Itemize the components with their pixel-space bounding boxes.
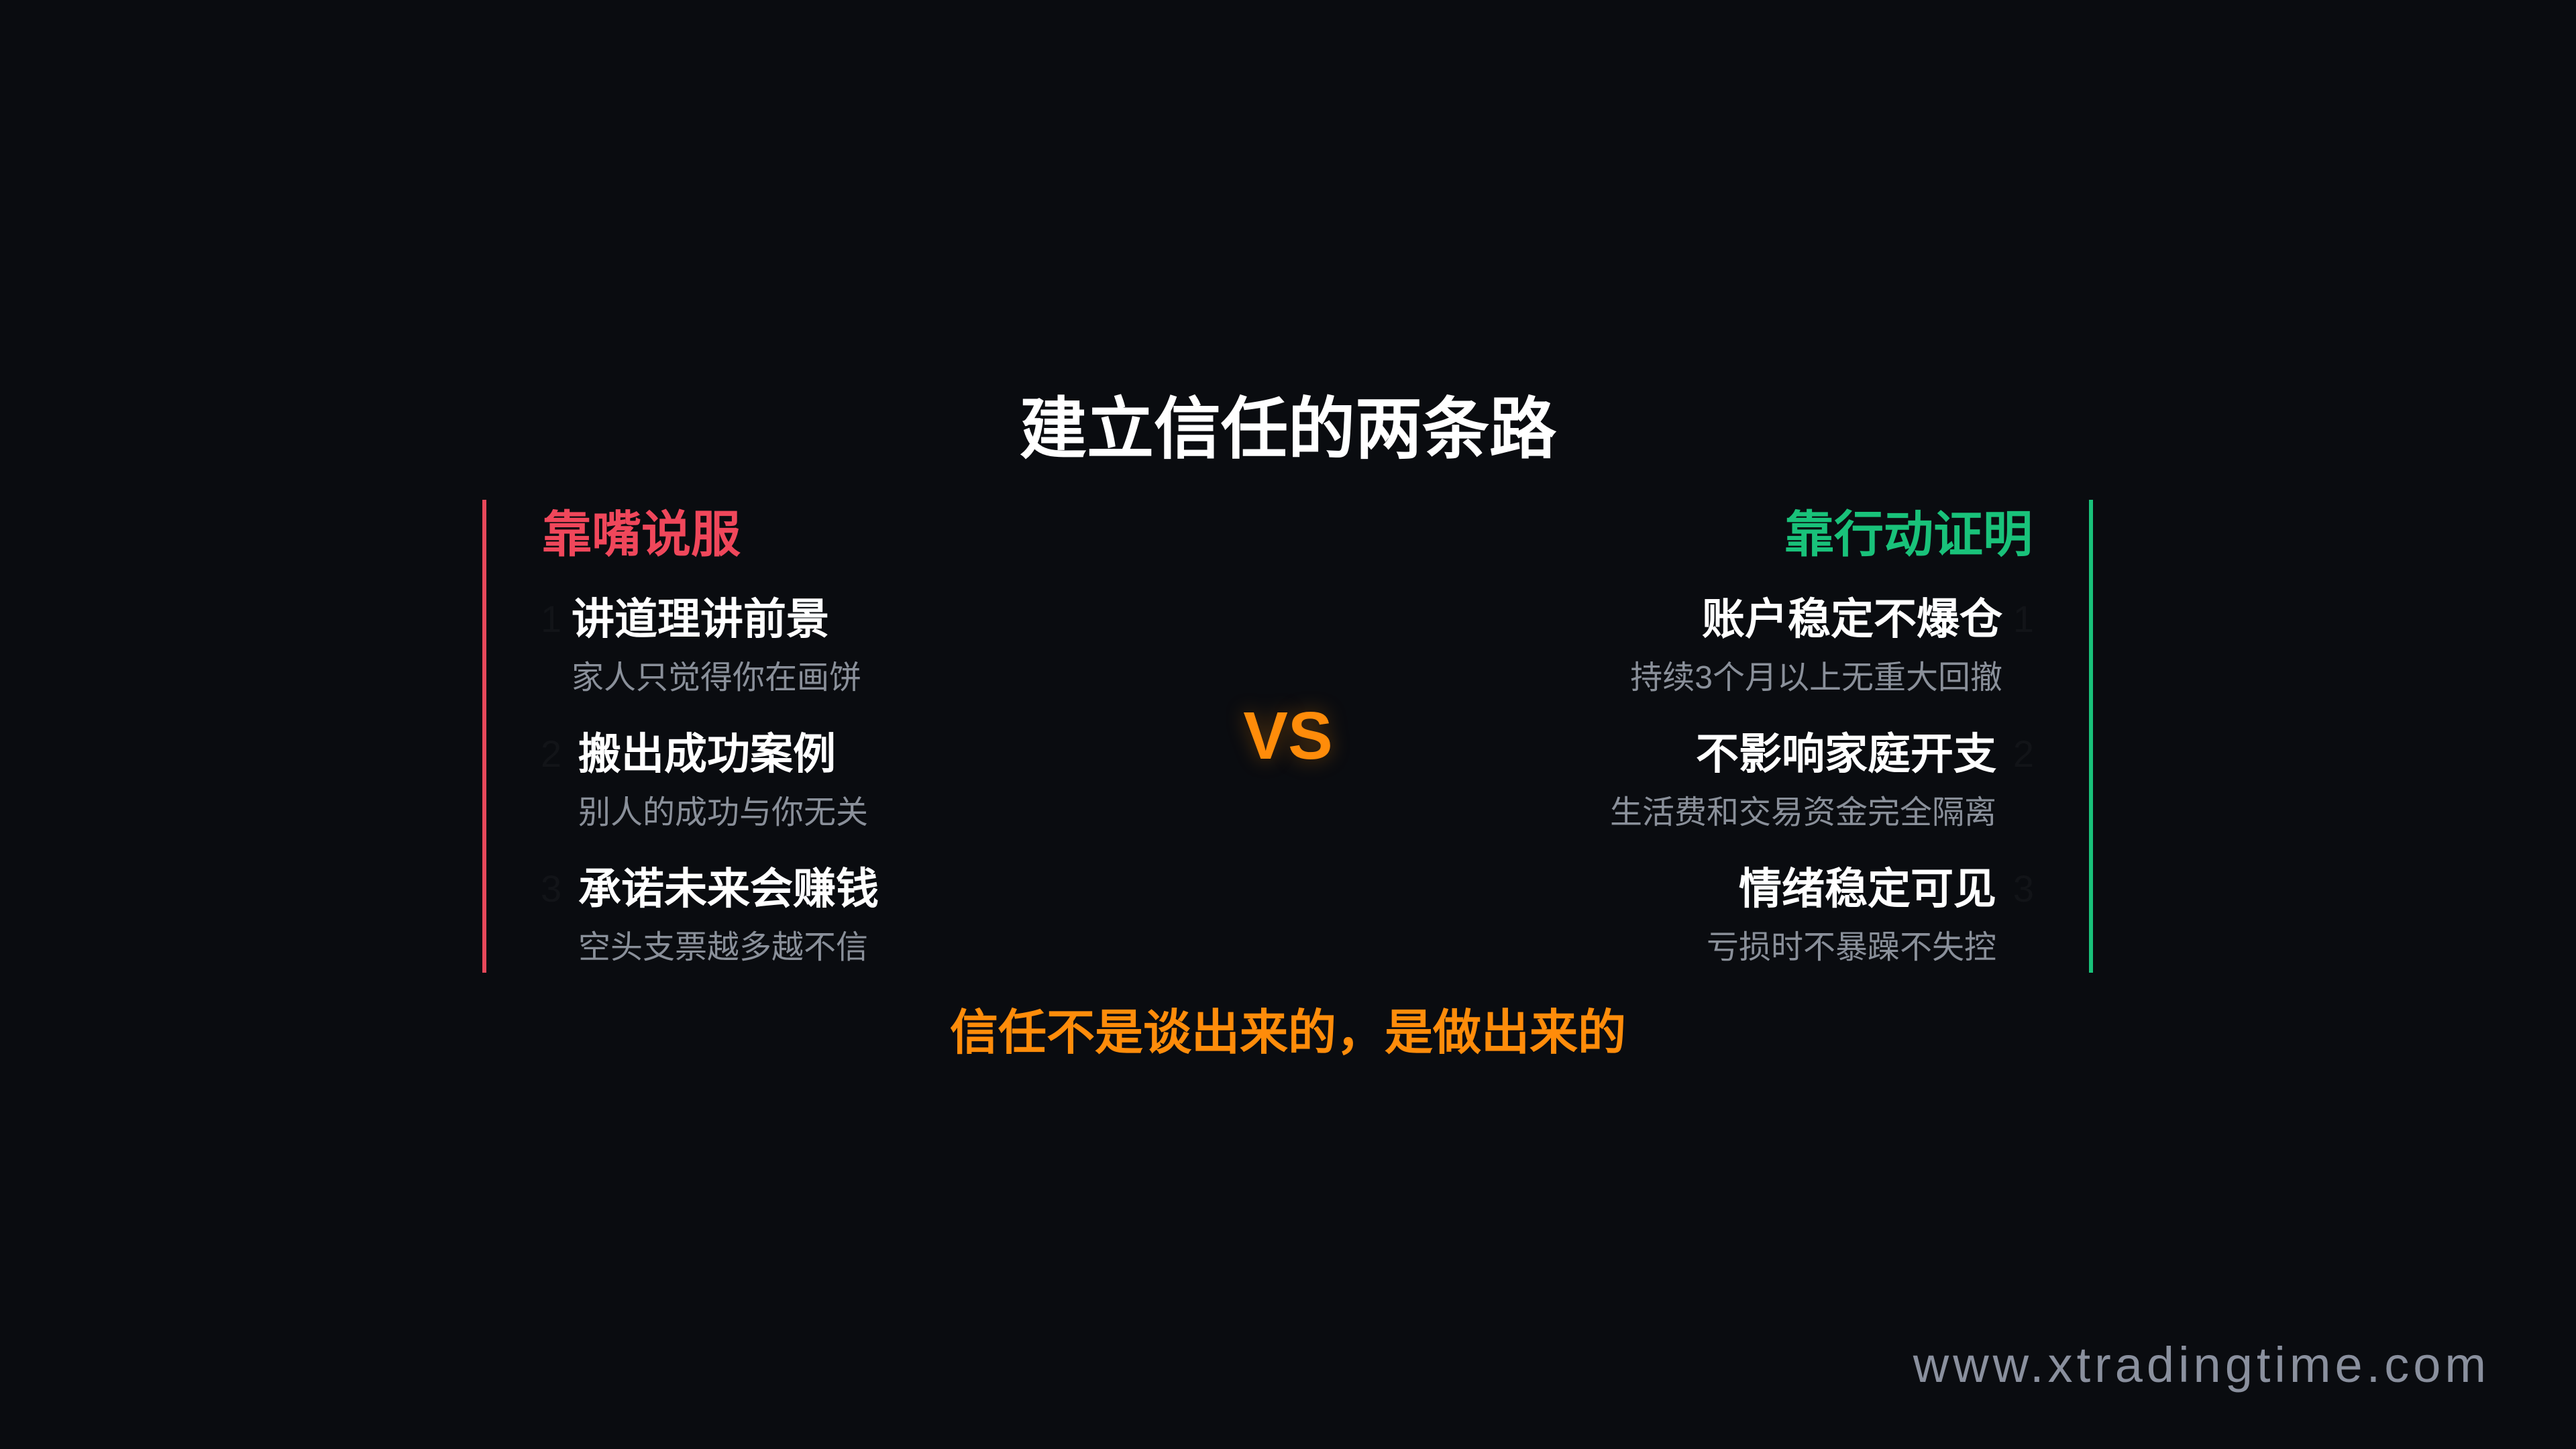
right-divider bbox=[2089, 500, 2093, 973]
right-item-sub: 生活费和交易资金完全隔离 bbox=[1609, 795, 1996, 830]
left-item-sub: 别人的成功与你无关 bbox=[578, 795, 869, 830]
right-item-title: 情绪稳定可见 bbox=[1739, 865, 1996, 913]
left-item-number: 2 bbox=[541, 733, 562, 775]
right-item-sub: 亏损时不暴躁不失控 bbox=[1706, 930, 1996, 965]
left-divider bbox=[482, 500, 486, 973]
left-item-sub: 家人只觉得你在画饼 bbox=[572, 660, 862, 696]
right-item-number: 1 bbox=[2012, 598, 2034, 640]
left-heading: 靠嘴说服 bbox=[542, 506, 741, 562]
right-item-number: 2 bbox=[2012, 733, 2034, 775]
right-item-title: 账户稳定不爆仓 bbox=[1702, 595, 2002, 643]
right-item-title: 不影响家庭开支 bbox=[1696, 730, 1996, 778]
tagline: 信任不是谈出来的，是做出来的 bbox=[949, 1006, 1626, 1060]
right-item-sub: 持续3个月以上无重大回撤 bbox=[1630, 660, 2002, 696]
left-item-title: 承诺未来会赚钱 bbox=[578, 865, 879, 913]
slide-title: 建立信任的两条路 bbox=[1020, 392, 1556, 467]
vs-label: VS bbox=[1243, 698, 1333, 773]
website-watermark: www.xtradingtime.com bbox=[1913, 1337, 2490, 1393]
left-item-sub: 空头支票越多越不信 bbox=[578, 930, 869, 965]
left-item-number: 3 bbox=[541, 867, 562, 910]
left-item-title: 讲道理讲前景 bbox=[572, 595, 829, 643]
right-item-number: 3 bbox=[2012, 867, 2034, 910]
left-item-number: 1 bbox=[541, 598, 562, 640]
left-item-title: 搬出成功案例 bbox=[578, 730, 836, 778]
right-heading: 靠行动证明 bbox=[1784, 506, 2033, 562]
